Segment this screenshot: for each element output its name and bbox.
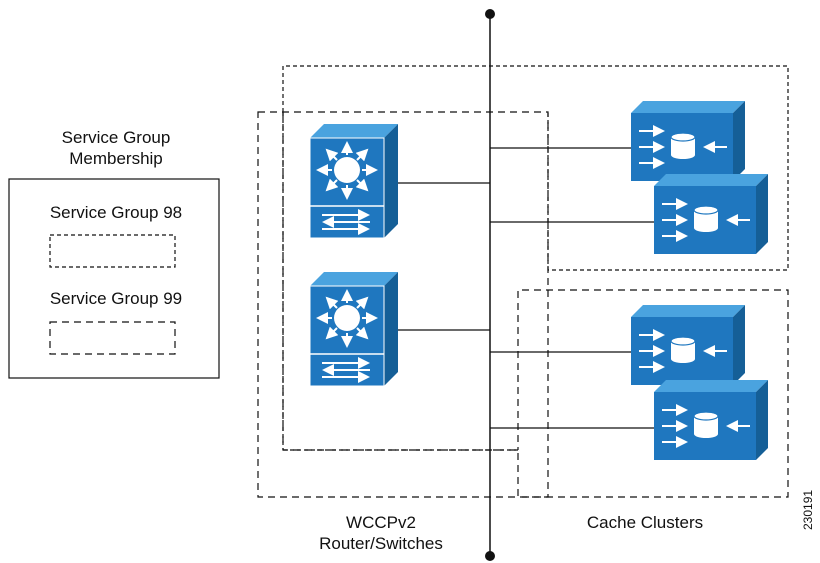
legend-swatch-99: [49, 321, 176, 355]
backbone-bottom-dot: [485, 551, 495, 561]
figure-id: 230191: [801, 490, 815, 530]
legend-item-service-group-99: Service Group 99: [50, 289, 182, 308]
caches-label: Cache Clusters: [587, 513, 703, 532]
service-group-99-boundary-a: [282, 112, 789, 498]
legend-item-service-group-98: Service Group 98: [50, 203, 182, 222]
service-group-98-boundary: [282, 65, 789, 271]
layer3-switch-icon: [310, 272, 398, 386]
cache-engine-icon: [654, 174, 768, 254]
routers-label-line2: Router/Switches: [319, 534, 443, 553]
cache-engine-icon: [654, 380, 768, 460]
legend-title-line2: Membership: [69, 149, 163, 168]
backbone-top-dot: [485, 9, 495, 19]
legend-box: Service Group Membership Service Group 9…: [8, 128, 220, 379]
router-group-boundary: [257, 111, 549, 498]
cache-engine-icon: [631, 101, 745, 181]
cache-engine-icon: [631, 305, 745, 385]
layer3-switch-icon: [310, 124, 398, 238]
legend-title-line1: Service Group: [62, 128, 171, 147]
legend-swatch-98: [49, 234, 176, 268]
routers-label-line1: WCCPv2: [346, 513, 416, 532]
